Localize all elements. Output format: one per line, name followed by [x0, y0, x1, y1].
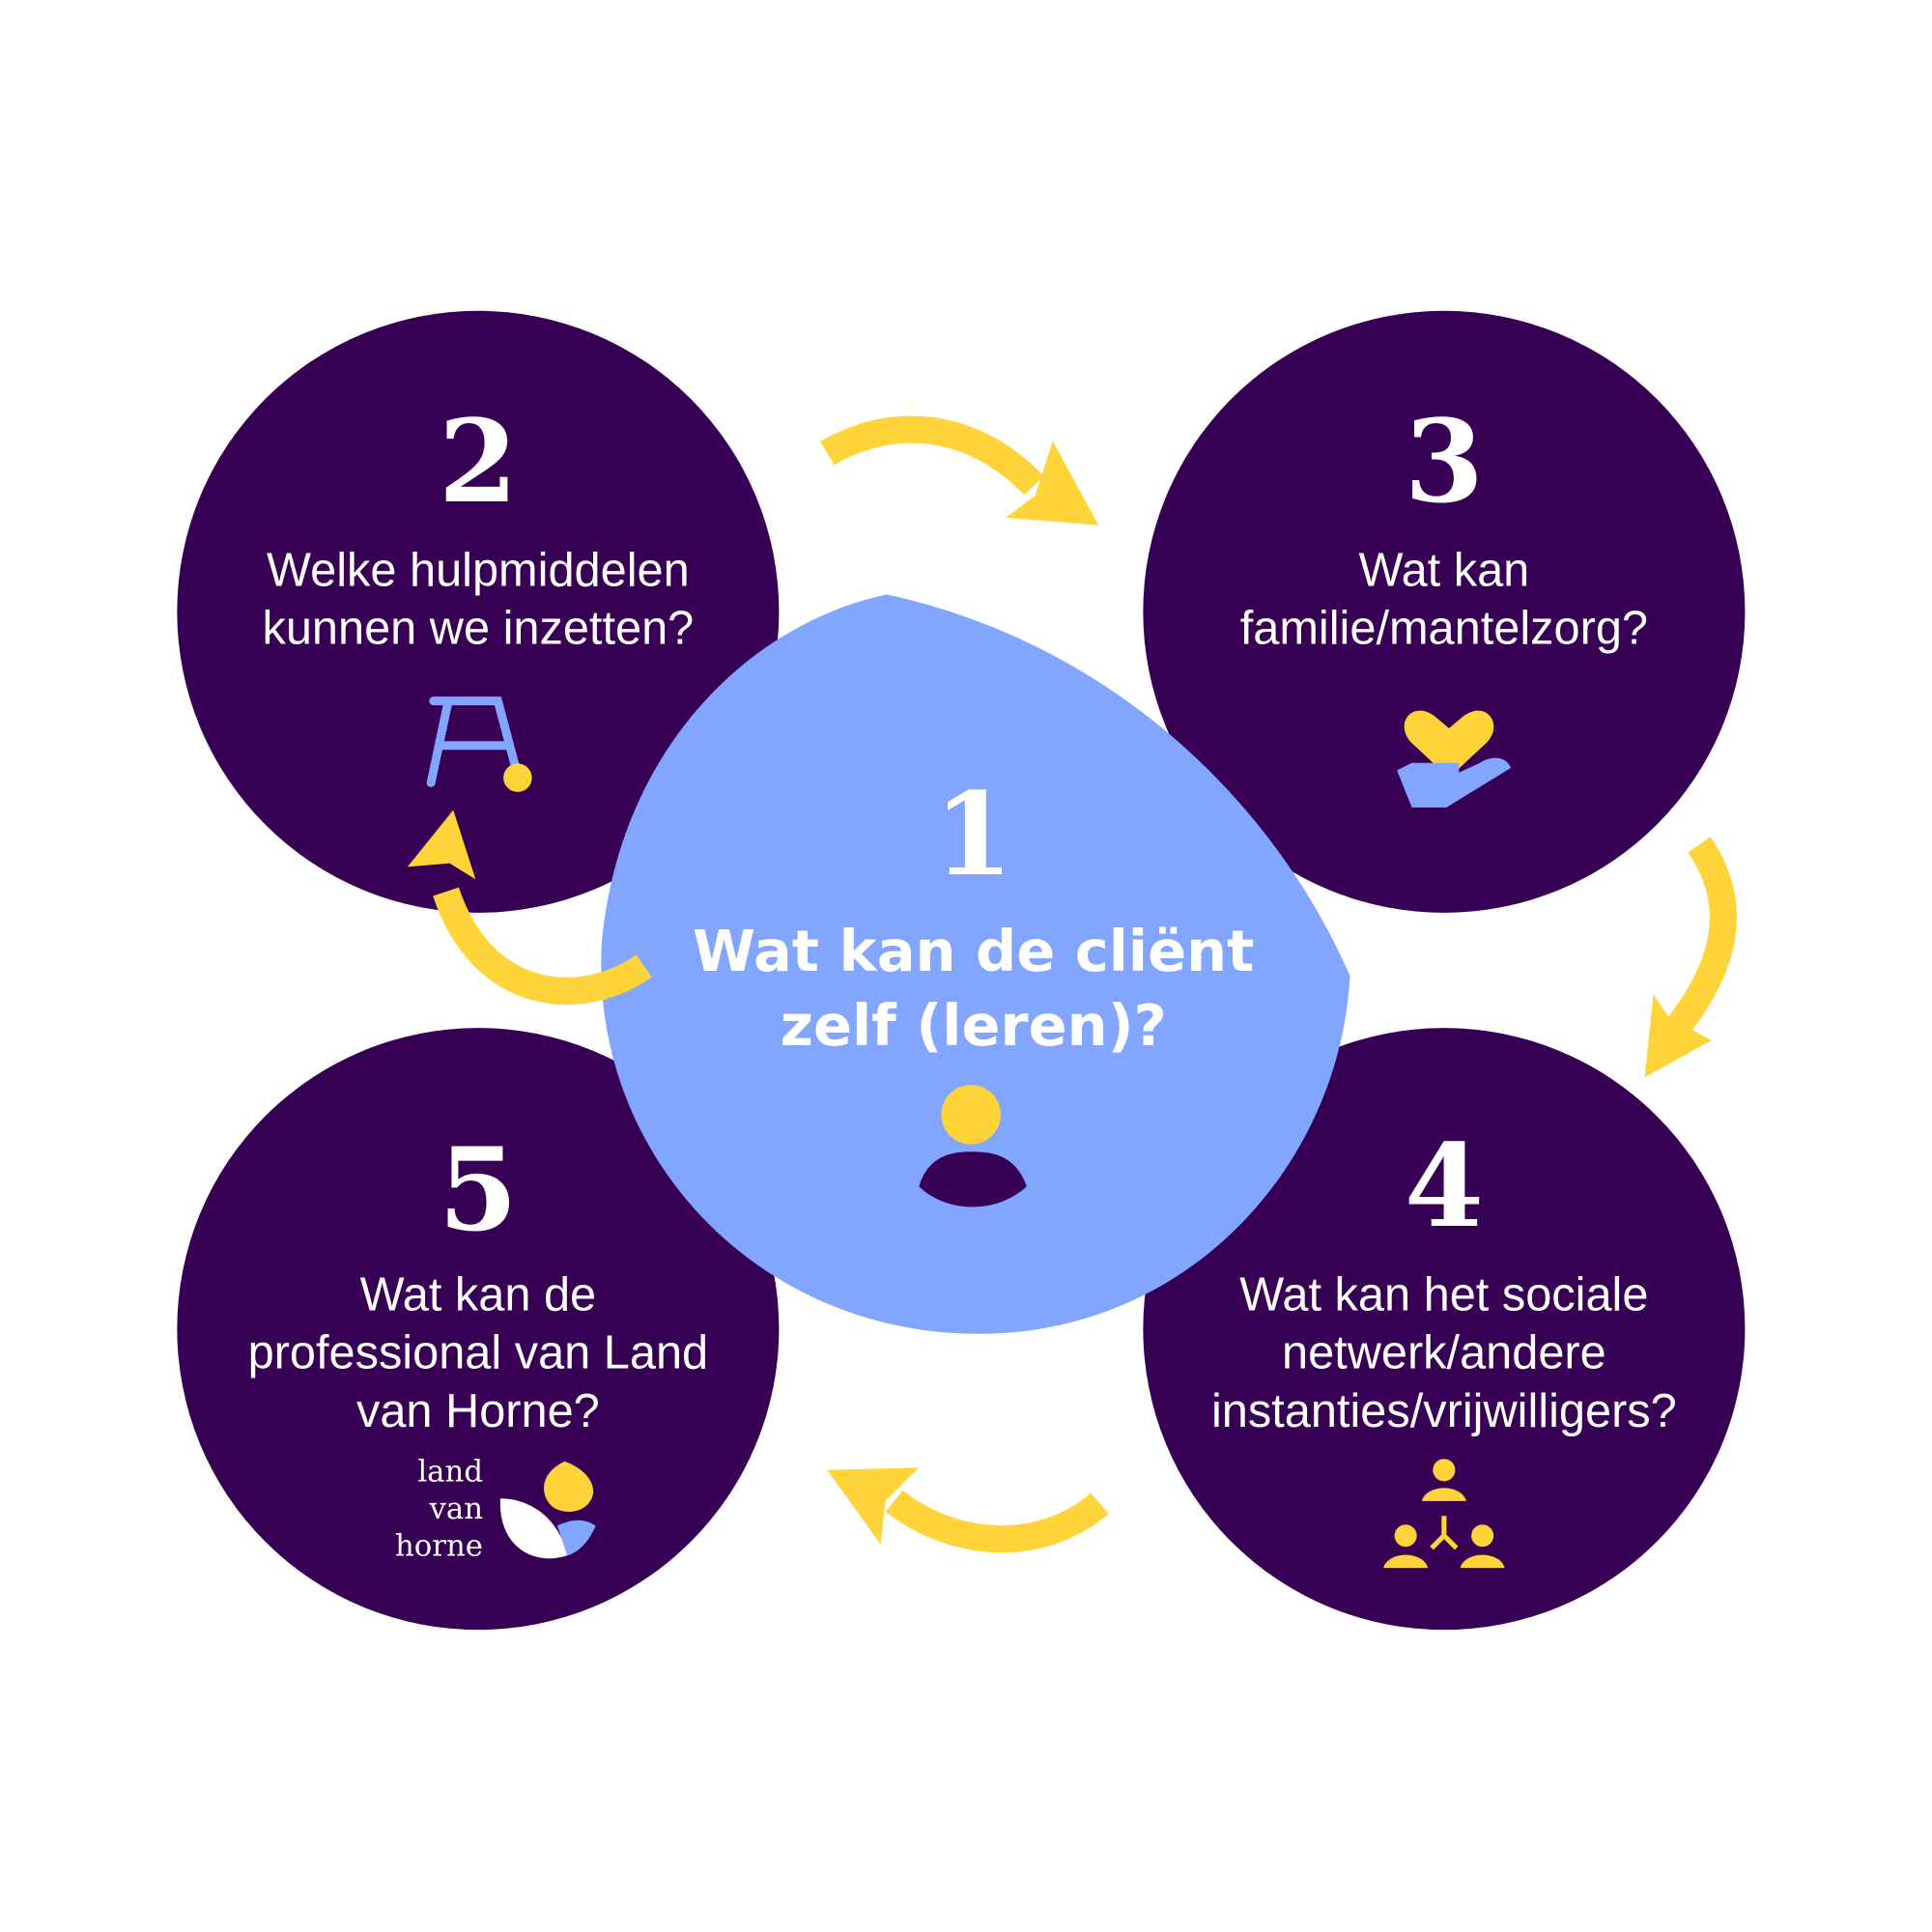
- arrowhead-icon: [1006, 440, 1099, 526]
- logo-text-horne: horne: [395, 1528, 483, 1563]
- step-2-circle: [177, 310, 780, 913]
- network-icon: [1383, 1459, 1505, 1569]
- arrow-2-to-3: [820, 415, 1044, 496]
- arrowhead-icon: [407, 810, 476, 880]
- walker-icon: [426, 696, 532, 792]
- step-5-text: professional van Land: [248, 1327, 709, 1379]
- step-5-number: 5: [439, 1122, 518, 1257]
- logo-text-land: land: [417, 1454, 483, 1489]
- step-5-text: Wat kan de: [360, 1268, 597, 1321]
- step-3-text: familie/mantelzorg?: [1240, 603, 1648, 655]
- step-2-text: Welke hulpmiddelen: [267, 544, 690, 596]
- step-3-text: Wat kan: [1358, 544, 1529, 596]
- step-5-text: van Horne?: [356, 1385, 600, 1437]
- arrowhead-icon: [827, 1467, 920, 1545]
- step-5-circle: [177, 1028, 780, 1631]
- step-4-text: Wat kan het sociale: [1239, 1268, 1648, 1321]
- step-3-number: 3: [1405, 394, 1484, 528]
- arrow-1-to-2: [433, 887, 652, 1005]
- step-1-shape: [601, 594, 1350, 1334]
- step-1-text: zelf (leren)?: [781, 992, 1167, 1059]
- step-4-text: instanties/vrijwilligers?: [1211, 1385, 1677, 1437]
- step-3-circle: [1143, 310, 1746, 913]
- arrow-heads: [407, 440, 1712, 1545]
- step-2-text: kunnen we inzetten?: [262, 603, 694, 655]
- step-2-number: 2: [439, 394, 518, 528]
- heart-hand-icon: [1397, 710, 1512, 808]
- cycle-arrows: [433, 415, 1737, 1553]
- step-4-circle: [1143, 1028, 1746, 1631]
- logo-text-van: van: [428, 1492, 483, 1526]
- step-4-number: 4: [1405, 1119, 1484, 1253]
- land-van-horne-logo: land van horne: [395, 1454, 596, 1563]
- step-1-text: Wat kan de cliënt: [693, 918, 1254, 984]
- person-icon: [919, 1085, 1027, 1208]
- arrow-3-to-4: [1661, 837, 1737, 1043]
- step-4-text: netwerk/andere: [1282, 1327, 1606, 1379]
- arrowhead-icon: [1644, 994, 1712, 1078]
- arrow-4-to-5: [885, 1490, 1109, 1553]
- step-1-number: 1: [934, 767, 1013, 901]
